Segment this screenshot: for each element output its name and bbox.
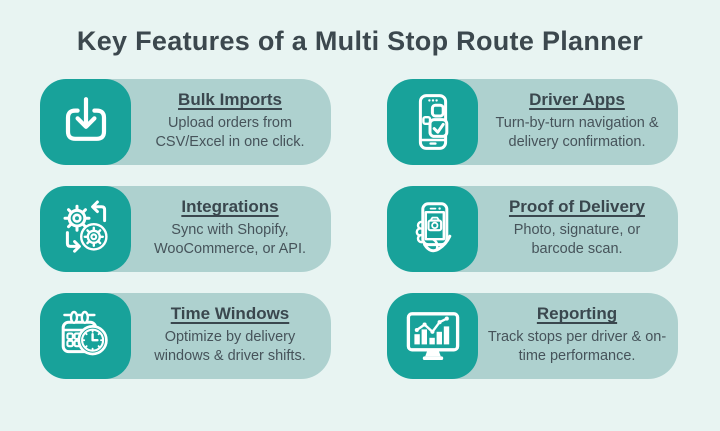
card-text: Time Windows Optimize by delivery window… — [131, 293, 331, 379]
card-title: Integrations — [181, 197, 279, 217]
card-description: Upload orders from CSV/Excel in one clic… — [155, 115, 305, 150]
infographic-page: Key Features of a Multi Stop Route Plann… — [0, 26, 720, 431]
card-text: Proof of Delivery Photo, signature, or b… — [478, 186, 678, 272]
card-title: Bulk Imports — [178, 90, 282, 110]
card-description: Turn-by-turn navigation & delivery confi… — [495, 115, 659, 150]
card-description: Sync with Shopify, WooCommerce, or API. — [153, 222, 307, 257]
card-description: Optimize by delivery windows & driver sh… — [154, 329, 306, 364]
card-title: Driver Apps — [529, 90, 625, 110]
calendar-clock-icon — [40, 293, 131, 379]
card-text: Bulk Imports Upload orders from CSV/Exce… — [131, 79, 331, 165]
feature-grid: Bulk Imports Upload orders from CSV/Exce… — [0, 79, 720, 379]
feature-card-integrations: Integrations Sync with Shopify, WooComme… — [40, 186, 331, 272]
card-text: Driver Apps Turn-by-turn navigation & de… — [478, 79, 678, 165]
card-description: Photo, signature, or barcode scan. — [513, 222, 641, 257]
feature-card-time-windows: Time Windows Optimize by delivery window… — [40, 293, 331, 379]
monitor-bar-chart-icon — [387, 293, 478, 379]
card-title: Proof of Delivery — [508, 197, 646, 217]
card-description: Track stops per driver & on-time perform… — [487, 329, 667, 364]
feature-card-reporting: Reporting Track stops per driver & on-ti… — [387, 293, 678, 379]
page-title: Key Features of a Multi Stop Route Plann… — [76, 26, 644, 56]
feature-card-driver-apps: Driver Apps Turn-by-turn navigation & de… — [387, 79, 678, 165]
card-title: Reporting — [536, 304, 618, 324]
gears-sync-icon — [40, 186, 131, 272]
hand-phone-camera-icon — [387, 186, 478, 272]
download-tray-icon — [40, 79, 131, 165]
card-title: Time Windows — [170, 304, 290, 324]
feature-card-proof-of-delivery: Proof of Delivery Photo, signature, or b… — [387, 186, 678, 272]
card-text: Reporting Track stops per driver & on-ti… — [478, 293, 678, 379]
card-text: Integrations Sync with Shopify, WooComme… — [131, 186, 331, 272]
feature-card-bulk-imports: Bulk Imports Upload orders from CSV/Exce… — [40, 79, 331, 165]
phone-apps-check-icon — [387, 79, 478, 165]
